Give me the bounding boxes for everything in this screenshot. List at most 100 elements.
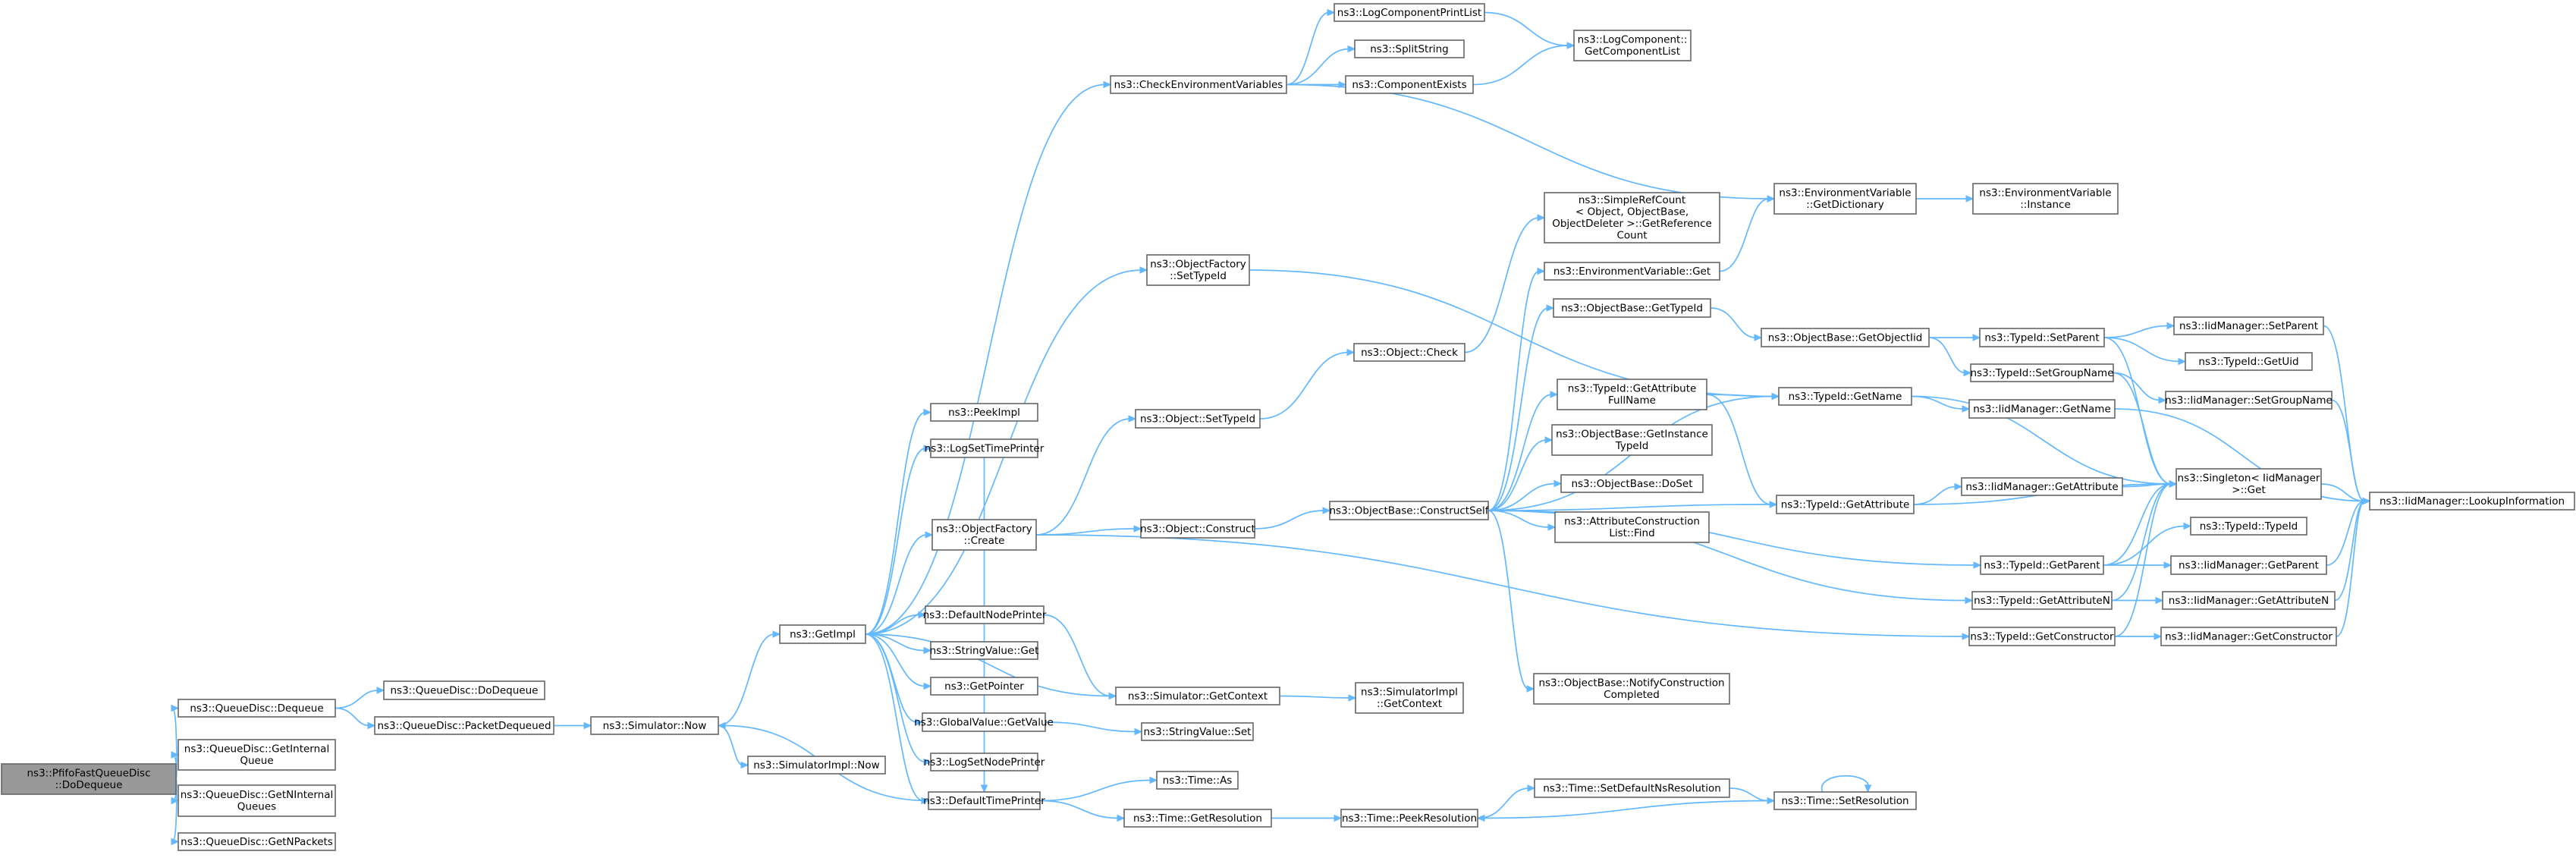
function-node-n27[interactable]: ns3::LogComponentPrintList: [1334, 3, 1485, 22]
edge-n12-n56: [1035, 534, 1971, 640]
function-node-n63[interactable]: ns3::IidManager::GetAttributeN: [2162, 591, 2336, 610]
function-node-n45[interactable]: ns3::ObjectBase::GetObjectIid: [1761, 328, 1930, 347]
node-label-line: ns3::LogComponent::: [1578, 34, 1688, 46]
function-node-n50[interactable]: ns3::TypeId::SetParent: [1979, 328, 2105, 347]
node-label-line: ns3::TypeId::GetUid: [2198, 356, 2298, 368]
function-node-n22[interactable]: ns3::Object::Construct: [1140, 519, 1255, 539]
node-label-line: ns3::ObjectBase::GetTypeId: [1561, 302, 1703, 314]
function-node-n34[interactable]: ns3::LogComponent::GetComponentList: [1573, 30, 1692, 61]
function-node-n17[interactable]: ns3::LogSetNodePrinter: [924, 753, 1045, 771]
call-edges: [171, 8, 2371, 846]
function-node-n37[interactable]: ns3::ObjectBase::GetTypeId: [1553, 298, 1711, 318]
function-node-n29[interactable]: ns3::ComponentExists: [1345, 75, 1474, 94]
node-label-line: ns3::ObjectFactory: [1150, 259, 1246, 271]
node-label-line: ::GetContext: [1377, 698, 1442, 710]
function-node-n19[interactable]: ns3::CheckEnvironmentVariables: [1110, 75, 1287, 94]
function-node-n64[interactable]: ns3::IidManager::GetConstructor: [2160, 627, 2337, 646]
function-node-n10[interactable]: ns3::PeekImpl: [930, 403, 1038, 422]
function-node-n16[interactable]: ns3::GlobalValue::GetValue: [914, 712, 1054, 732]
function-node-n4[interactable]: ns3::QueueDisc::GetNPackets: [177, 832, 336, 851]
edge-n50-n58: [2103, 337, 2187, 366]
function-node-n56[interactable]: ns3::TypeId::GetConstructor: [1968, 627, 2116, 646]
function-node-n12[interactable]: ns3::ObjectFactory::Create: [931, 519, 1037, 551]
node-label-line: FullName: [1608, 394, 1656, 407]
function-node-n20[interactable]: ns3::ObjectFactory::SetTypeId: [1146, 254, 1250, 286]
node-label-line: ns3::Time::As: [1163, 775, 1233, 787]
edge-n33-n43: [1477, 784, 1536, 819]
node-label-line: ns3::GetPointer: [944, 680, 1024, 693]
node-label-line: ns3::Time::SetDefaultNsResolution: [1543, 782, 1721, 794]
function-node-n49[interactable]: ns3::EnvironmentVariable::Instance: [1972, 183, 2119, 215]
function-node-n43[interactable]: ns3::Time::SetDefaultNsResolution: [1534, 778, 1730, 798]
edge-n29-n34: [1472, 42, 1575, 86]
function-node-n14[interactable]: ns3::StringValue::Get: [930, 641, 1039, 660]
node-label-line: ns3::StringValue::Set: [1144, 726, 1252, 738]
function-node-n1[interactable]: ns3::QueueDisc::Dequeue: [177, 699, 336, 718]
function-node-n44[interactable]: ns3::EnvironmentVariable::GetDictionary: [1773, 183, 1917, 215]
function-node-n65[interactable]: ns3::IidManager::LookupInformation: [2369, 492, 2575, 511]
function-node-n15[interactable]: ns3::GetPointer: [930, 677, 1038, 696]
function-node-n46[interactable]: ns3::TypeId::GetName: [1778, 387, 1912, 406]
function-node-n31[interactable]: ns3::ObjectBase::ConstructSelf: [1329, 501, 1490, 520]
edge-n31-n39: [1487, 436, 1553, 511]
function-node-n54[interactable]: ns3::TypeId::GetParent: [1980, 555, 2104, 575]
function-node-n7[interactable]: ns3::Simulator::Now: [590, 716, 719, 735]
edge-n21-n30: [1259, 348, 1356, 420]
function-node-n42[interactable]: ns3::ObjectBase::NotifyConstructionCompl…: [1533, 673, 1730, 705]
function-node-n9[interactable]: ns3::SimulatorImpl::Now: [747, 756, 886, 775]
function-node-n8[interactable]: ns3::GetImpl: [779, 624, 866, 644]
function-node-n28[interactable]: ns3::SplitString: [1354, 39, 1465, 58]
edge-n8-n14: [865, 633, 932, 655]
node-label-line: ns3::DefaultTimePrinter: [923, 795, 1045, 807]
node-label-line: ns3::TypeId::SetParent: [1984, 332, 2099, 344]
function-node-n23[interactable]: ns3::Simulator::GetContext: [1115, 687, 1280, 705]
function-node-n18[interactable]: ns3::DefaultTimePrinter: [923, 791, 1045, 810]
node-label-line: ns3::QueueDisc::PacketDequeued: [377, 720, 551, 732]
node-label-line: ns3::QueueDisc::Dequeue: [190, 702, 323, 715]
function-node-n35[interactable]: ns3::SimpleRefCount< Object, ObjectBase,…: [1544, 192, 1720, 244]
function-node-n5[interactable]: ns3::QueueDisc::DoDequeue: [383, 680, 545, 700]
function-node-n59[interactable]: ns3::IidManager::SetGroupName: [2165, 391, 2333, 410]
node-label-line: ns3::Time::GetResolution: [1133, 812, 1262, 825]
function-node-n11[interactable]: ns3::LogSetTimePrinter: [925, 438, 1045, 458]
function-node-n13[interactable]: ns3::DefaultNodePrinter: [923, 605, 1047, 624]
function-node-n21[interactable]: ns3::Object::SetTypeId: [1135, 409, 1261, 429]
function-node-n58[interactable]: ns3::TypeId::GetUid: [2185, 352, 2313, 371]
node-label-line: ns3::ObjectBase::DoSet: [1571, 478, 1692, 490]
function-node-n25[interactable]: ns3::Time::As: [1156, 771, 1239, 790]
node-label-line: ns3::Time::PeekResolution: [1342, 812, 1477, 825]
function-node-n24[interactable]: ns3::StringValue::Set: [1141, 722, 1254, 741]
function-node-n51[interactable]: ns3::TypeId::SetGroupName: [1970, 363, 2114, 382]
node-label-line: ns3::TypeId::SetGroupName: [1970, 367, 2113, 379]
node-label-line: ns3::PfifoFastQueueDisc: [27, 768, 150, 780]
function-node-n26[interactable]: ns3::Time::GetResolution: [1123, 809, 1272, 828]
edge-n47-n53: [1913, 482, 1963, 505]
function-node-n36[interactable]: ns3::EnvironmentVariable::Get: [1544, 262, 1720, 281]
function-node-n61[interactable]: ns3::TypeId::TypeId: [2190, 517, 2307, 536]
function-node-n57[interactable]: ns3::IidManager::SetParent: [2173, 316, 2324, 335]
function-node-n53[interactable]: ns3::IidManager::GetAttribute: [1961, 477, 2123, 496]
function-node-n52[interactable]: ns3::IidManager::GetName: [1968, 399, 2116, 419]
function-node-n32[interactable]: ns3::SimulatorImpl::GetContext: [1355, 682, 1464, 714]
function-node-n60[interactable]: ns3::Singleton< IidManager>::Get: [2175, 468, 2322, 500]
function-node-n48[interactable]: ns3::Time::SetResolution: [1773, 791, 1917, 810]
node-label-line: ns3::Time::SetResolution: [1781, 795, 1908, 807]
function-node-n30[interactable]: ns3::Object::Check: [1353, 343, 1465, 362]
function-node-n62[interactable]: ns3::IidManager::GetParent: [2170, 555, 2327, 575]
function-node-n47[interactable]: ns3::TypeId::GetAttribute: [1776, 495, 1915, 514]
edge-n8-n12: [865, 531, 934, 635]
edge-n36-n44: [1719, 195, 1776, 272]
node-label-line: ns3::GetImpl: [790, 628, 856, 640]
function-node-n6[interactable]: ns3::QueueDisc::PacketDequeued: [374, 716, 554, 735]
function-node-n55[interactable]: ns3::TypeId::GetAttributeN: [1971, 591, 2113, 610]
function-node-n40[interactable]: ns3::ObjectBase::DoSet: [1560, 474, 1704, 493]
function-node-n33[interactable]: ns3::Time::PeekResolution: [1340, 809, 1478, 828]
node-label-line: ns3::SplitString: [1370, 43, 1449, 55]
node-label-line: ns3::EnvironmentVariable::Get: [1553, 266, 1711, 278]
